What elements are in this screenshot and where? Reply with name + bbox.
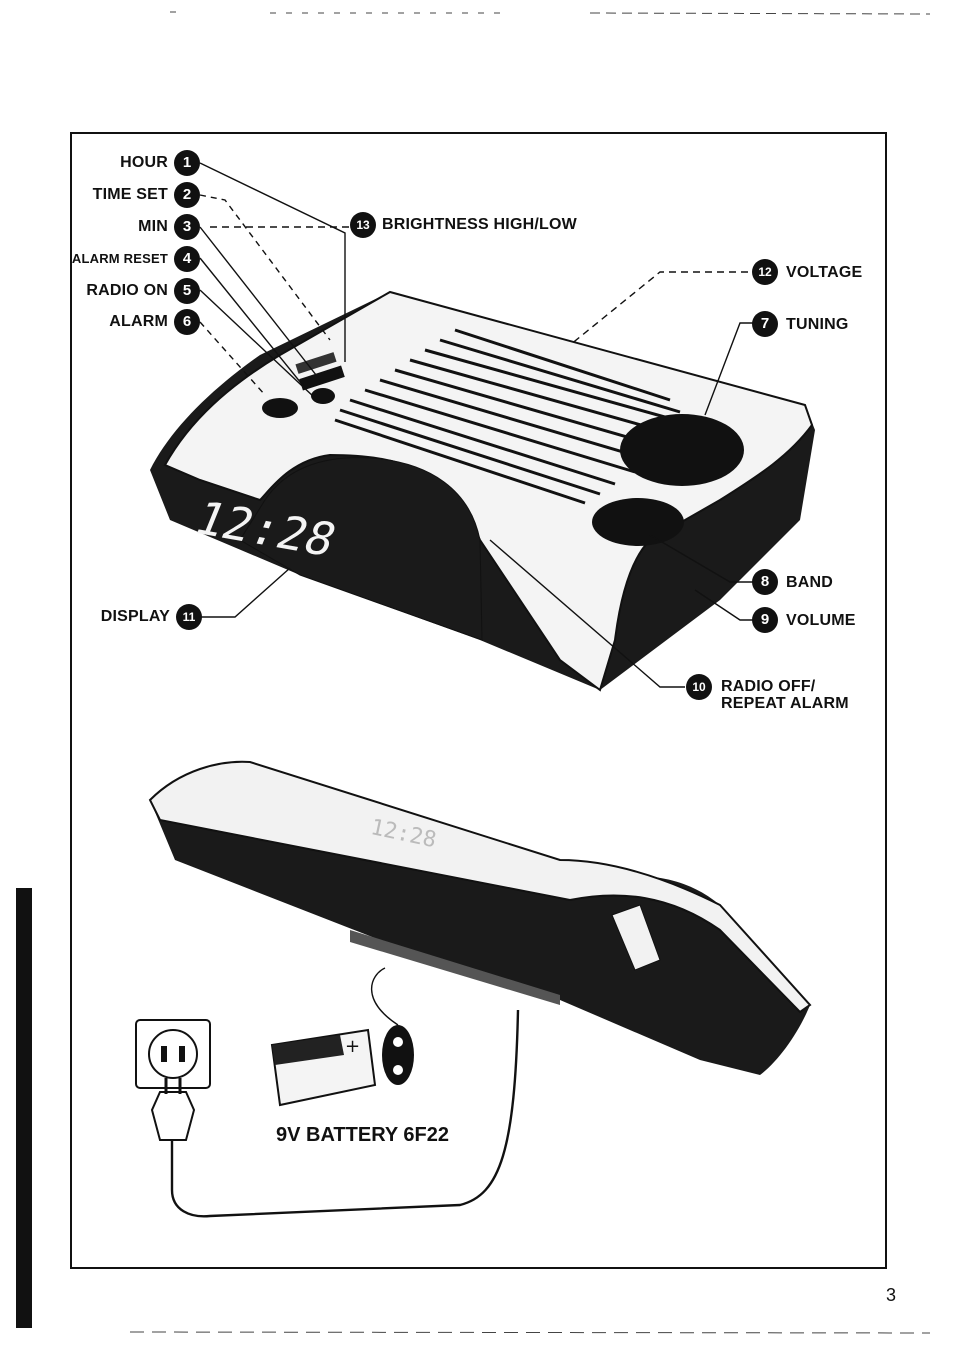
label-radio-off-line1: RADIO OFF/	[721, 678, 816, 695]
hour-min-buttons	[299, 365, 345, 391]
underside-flap	[611, 904, 661, 971]
tuning-knob	[620, 414, 744, 486]
label-min: MIN	[138, 218, 168, 235]
badge-7: 7	[752, 311, 778, 337]
clock-radio-bottom-view	[148, 760, 812, 1075]
label-time-set: TIME SET	[92, 186, 168, 203]
mains-plug-illustration	[135, 1009, 520, 1218]
battery-snap-connector	[382, 1025, 414, 1085]
scan-noise-top	[129, 11, 931, 1334]
outlet-hole-left	[161, 1046, 167, 1062]
outlet-hole-right	[179, 1046, 185, 1062]
label-volume: VOLUME	[786, 612, 856, 629]
plug-head	[150, 1091, 196, 1141]
underside-top-edge	[148, 760, 812, 1014]
speaker-grille	[334, 328, 691, 505]
label-brightness: BRIGHTNESS HIGH/LOW	[382, 216, 577, 233]
label-radio-off-line2: REPEAT ALARM	[721, 695, 849, 712]
label-band: BAND	[786, 574, 834, 591]
badge-3: 3	[174, 214, 200, 240]
badge-13: 13	[350, 212, 376, 238]
clock-radio-top-view	[150, 290, 815, 692]
label-alarm-reset: ALARM RESET	[71, 251, 168, 266]
label-voltage: VOLTAGE	[786, 264, 863, 281]
label-tuning: TUNING	[786, 316, 849, 333]
label-hour: HOUR	[120, 154, 168, 171]
power-cord	[170, 1009, 520, 1218]
badge-4: 4	[174, 246, 200, 272]
underside-panel	[350, 930, 560, 1005]
label-display: DISPLAY	[100, 608, 170, 625]
badge-2: 2	[174, 182, 200, 208]
label-radio-on: RADIO ON	[86, 282, 168, 299]
radio-on-button	[311, 388, 335, 404]
badge-11: 11	[176, 604, 202, 630]
badge-9: 9	[752, 607, 778, 633]
battery-plus-sign: +	[345, 1036, 360, 1057]
label-alarm: ALARM	[109, 313, 168, 330]
badge-8: 8	[752, 569, 778, 595]
display-window	[239, 457, 483, 641]
alarm-button	[262, 398, 298, 418]
badge-5: 5	[174, 278, 200, 304]
battery-label-area	[272, 1035, 344, 1065]
battery-caption: 9V BATTERY 6F22	[276, 1124, 450, 1146]
badge-6: 6	[174, 309, 200, 335]
badge-1: 1	[174, 150, 200, 176]
badge-10: 10	[686, 674, 712, 700]
snap-terminal-bottom	[393, 1065, 403, 1075]
outlet-socket	[148, 1029, 198, 1079]
page-number: 3	[886, 1285, 897, 1305]
time-set-slider	[295, 352, 337, 374]
snap-terminal-top	[393, 1037, 403, 1047]
battery-wire	[370, 967, 399, 1026]
figure-frame	[70, 132, 887, 1269]
badge-12: 12	[752, 259, 778, 285]
battery-illustration: +	[270, 967, 414, 1107]
volume-knob	[592, 498, 684, 546]
binding-bar	[16, 888, 32, 1328]
